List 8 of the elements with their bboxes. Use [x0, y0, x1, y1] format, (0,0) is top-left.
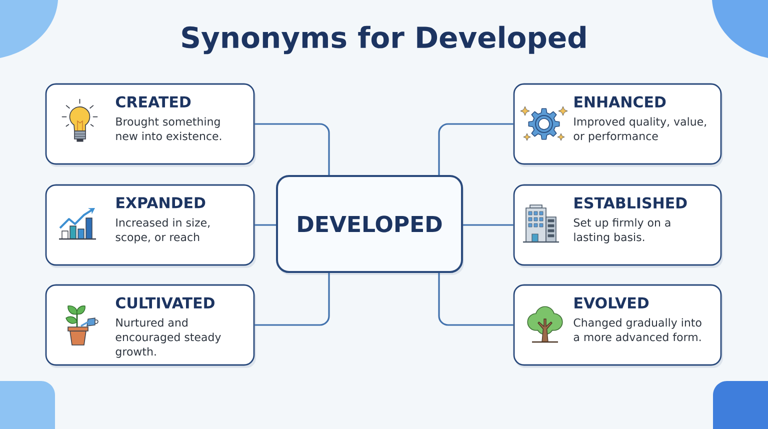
title: Synonyms for Developed — [182, 26, 586, 54]
connector-line — [254, 224, 276, 226]
central-term-box: DEVELOPED — [276, 175, 464, 275]
connector-line — [438, 273, 514, 326]
connector-line — [438, 123, 514, 175]
connector-line — [254, 273, 330, 326]
connector-line — [254, 123, 330, 175]
connector-line — [463, 224, 514, 226]
